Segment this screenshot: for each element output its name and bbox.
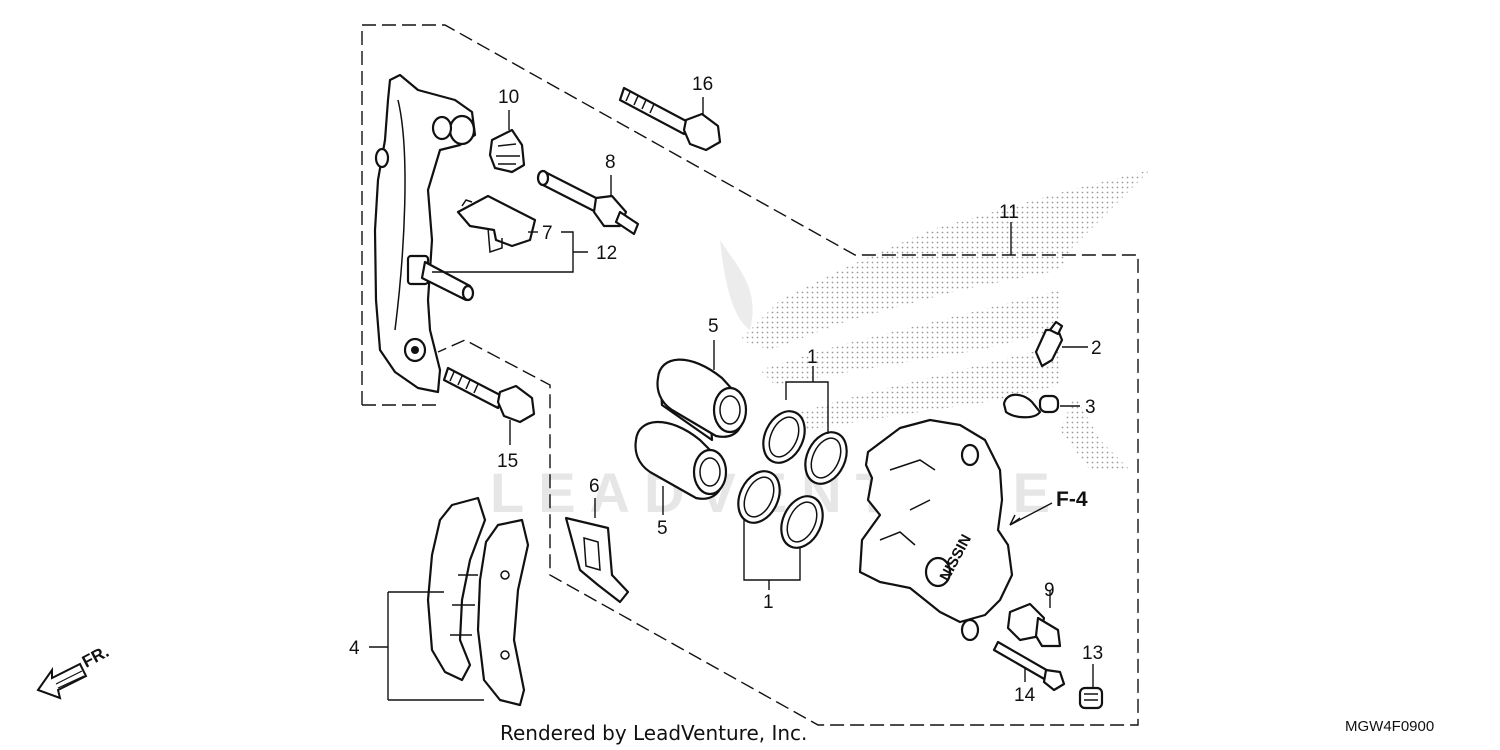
part-9-bolt xyxy=(1006,602,1062,648)
part-6-shim xyxy=(564,516,630,604)
footer-credit: Rendered by LeadVenture, Inc. xyxy=(500,721,807,745)
part-4-brake-pads xyxy=(426,496,530,707)
callout-7: 7 xyxy=(542,223,553,244)
part-13-plug xyxy=(1078,686,1104,710)
part-16-bolt xyxy=(618,86,722,152)
part-1-seals xyxy=(737,410,848,549)
callout-8: 8 xyxy=(605,152,616,173)
callout-3: 3 xyxy=(1085,397,1096,418)
callouts: 1 1 2 3 4 5 5 6 7 8 9 10 11 12 13 14 15 … xyxy=(349,74,1103,706)
front-reference-label: F-4 xyxy=(1056,488,1088,511)
part-3-bleeder-cap xyxy=(1002,393,1060,419)
part-15-bolt xyxy=(442,366,536,424)
callout-9: 9 xyxy=(1044,580,1055,601)
wing-watermark xyxy=(720,170,1150,470)
bracket-pin xyxy=(420,260,475,302)
callout-2: 2 xyxy=(1091,338,1102,359)
callout-11: 11 xyxy=(999,202,1019,223)
part-2-bleeder xyxy=(1034,320,1064,368)
part-7-pad-spring xyxy=(456,194,537,254)
callout-6: 6 xyxy=(589,476,600,497)
part-5-piston-lower xyxy=(634,420,728,500)
part-11-caliper-body: NISSIN xyxy=(858,418,1014,642)
callout-16: 16 xyxy=(692,74,713,95)
diagram-code: MGW4F0900 xyxy=(1345,718,1434,735)
leader-lines xyxy=(369,97,1094,701)
callout-15: 15 xyxy=(497,451,518,472)
callout-13: 13 xyxy=(1082,643,1103,664)
part-14-pad-pin xyxy=(992,640,1066,692)
assembly-boundary xyxy=(361,24,1139,726)
callout-10: 10 xyxy=(498,87,519,108)
callout-4: 4 xyxy=(349,638,360,659)
callout-14: 14 xyxy=(1014,685,1036,706)
callout-1-lower: 1 xyxy=(763,592,774,613)
part-10-boot xyxy=(488,128,526,174)
callout-5-lower: 5 xyxy=(657,518,668,539)
callout-5-upper: 5 xyxy=(708,316,719,337)
part-8-pin-bolt xyxy=(536,169,640,236)
fr-label: FR. xyxy=(79,642,112,672)
callout-12: 12 xyxy=(596,243,617,264)
callout-1-upper: 1 xyxy=(807,347,818,368)
caliper-bracket xyxy=(373,73,477,394)
fr-direction-arrow: FR. xyxy=(36,642,112,700)
part-5-piston-upper xyxy=(656,358,748,442)
